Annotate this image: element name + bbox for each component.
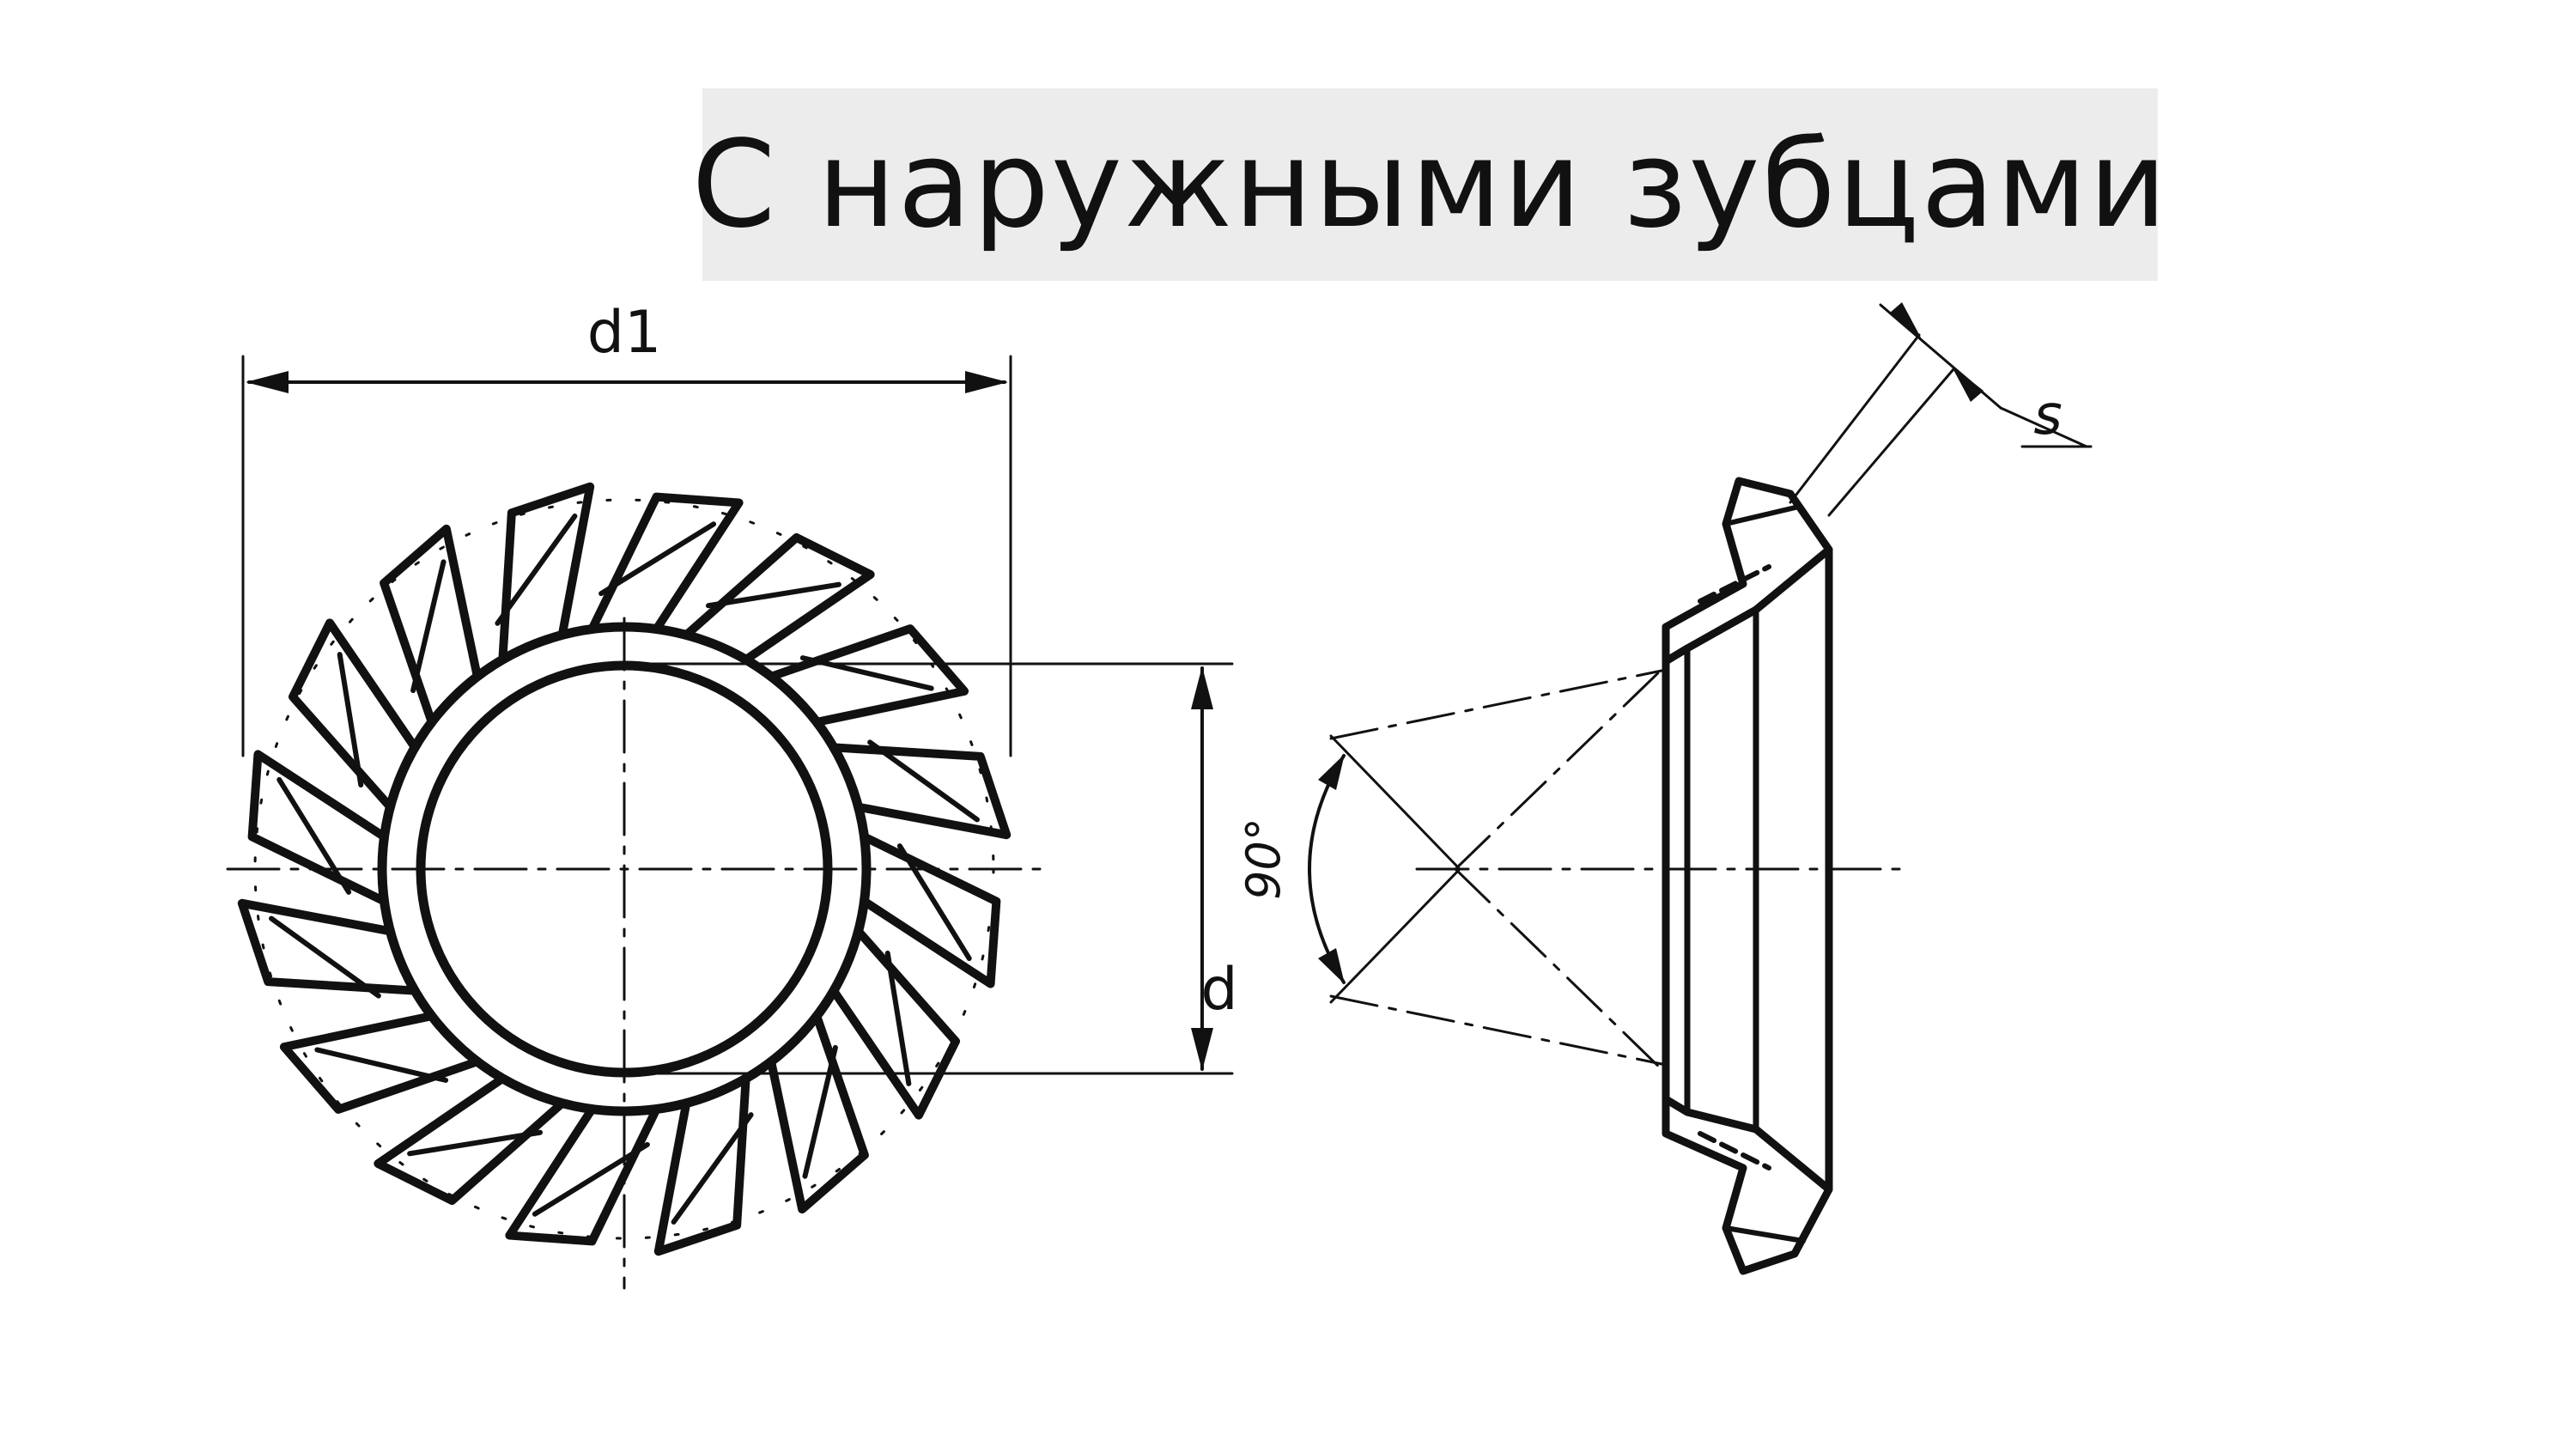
washer-tooth bbox=[279, 1012, 482, 1114]
front-view bbox=[226, 355, 1234, 1290]
washer-tooth-facet bbox=[314, 1047, 449, 1083]
angle-arc bbox=[1308, 754, 1346, 984]
washer-tooth bbox=[587, 492, 744, 634]
washer-tooth-facet bbox=[705, 581, 841, 609]
washer-tooth bbox=[498, 482, 595, 665]
s-leader bbox=[1999, 406, 2088, 448]
washer-tooth-facet bbox=[407, 1129, 544, 1157]
angle-extension-lower bbox=[1329, 867, 1461, 1004]
washer-tooth-facet bbox=[598, 521, 717, 597]
washer-tooth-facet bbox=[896, 843, 972, 962]
washer-tooth-facet bbox=[867, 739, 980, 823]
washer-tooth bbox=[380, 524, 482, 727]
washer-tooth bbox=[653, 1073, 750, 1256]
washer-tooth-facet bbox=[337, 652, 364, 788]
washer-tooth-facet bbox=[802, 1044, 838, 1179]
washer-tooth bbox=[288, 618, 420, 812]
cone-line-lower bbox=[1329, 994, 1668, 1067]
washer-ring-outer-edge bbox=[377, 622, 872, 1116]
apex-line-upper bbox=[1454, 664, 1668, 871]
cone-line-upper bbox=[1329, 668, 1668, 740]
washer-tooth bbox=[767, 1012, 869, 1214]
washer-tooth bbox=[505, 1104, 661, 1246]
d1-arrow-right bbox=[965, 371, 1008, 393]
title-banner: С наружными зубцами bbox=[692, 88, 2166, 281]
d1-arrow-left bbox=[246, 371, 289, 393]
s-extension-1 bbox=[1789, 333, 1921, 504]
d1-label: d1 bbox=[587, 299, 661, 367]
lower-tooth-edge-2 bbox=[1698, 1131, 1771, 1170]
washer-tooth bbox=[374, 1073, 567, 1206]
washer-tooth-facet bbox=[495, 514, 578, 626]
upper-tooth bbox=[1662, 477, 1833, 666]
washer-tooth bbox=[247, 750, 389, 906]
d-arrow-top bbox=[1191, 666, 1213, 709]
washer-tooth-facet bbox=[884, 950, 912, 1086]
side-view bbox=[1308, 302, 2093, 1275]
angle-extension-upper bbox=[1329, 734, 1461, 871]
s-arrow-2 bbox=[1951, 365, 1984, 402]
lower-tooth-edge bbox=[1723, 1225, 1806, 1243]
washer-tooth-facet bbox=[799, 655, 934, 691]
angle-label: 90° bbox=[1236, 818, 1291, 900]
washer-tooth-facet bbox=[532, 1141, 650, 1217]
angle-arrow-top bbox=[1318, 754, 1345, 790]
washer-tooth-facet bbox=[276, 776, 352, 895]
d-label: d bbox=[1200, 956, 1237, 1024]
washer-tooth bbox=[829, 743, 1012, 840]
washer-tooth bbox=[860, 832, 1001, 988]
washer-tooth bbox=[237, 898, 420, 995]
angle-arrow-bottom bbox=[1318, 948, 1345, 984]
s-arrow-1 bbox=[1889, 302, 1922, 339]
apex-line-lower bbox=[1454, 867, 1668, 1075]
washer-outline bbox=[253, 498, 995, 1240]
d-arrow-bottom bbox=[1191, 1028, 1213, 1071]
washer-tooth-facet bbox=[269, 915, 381, 999]
washer-tooth bbox=[682, 532, 875, 665]
s-extension-2 bbox=[1827, 368, 1955, 517]
lower-tooth bbox=[1662, 1095, 1833, 1275]
s-label: s bbox=[2033, 384, 2062, 447]
upper-tooth-edge-2 bbox=[1698, 564, 1771, 604]
page-title: С наружными зубцами bbox=[691, 114, 2169, 255]
washer-tooth-facet bbox=[671, 1112, 754, 1225]
washer-tooth bbox=[767, 624, 969, 727]
washer-tooth bbox=[829, 927, 961, 1120]
washer-tooth-facet bbox=[410, 559, 447, 694]
upper-tooth-edge bbox=[1723, 504, 1801, 526]
